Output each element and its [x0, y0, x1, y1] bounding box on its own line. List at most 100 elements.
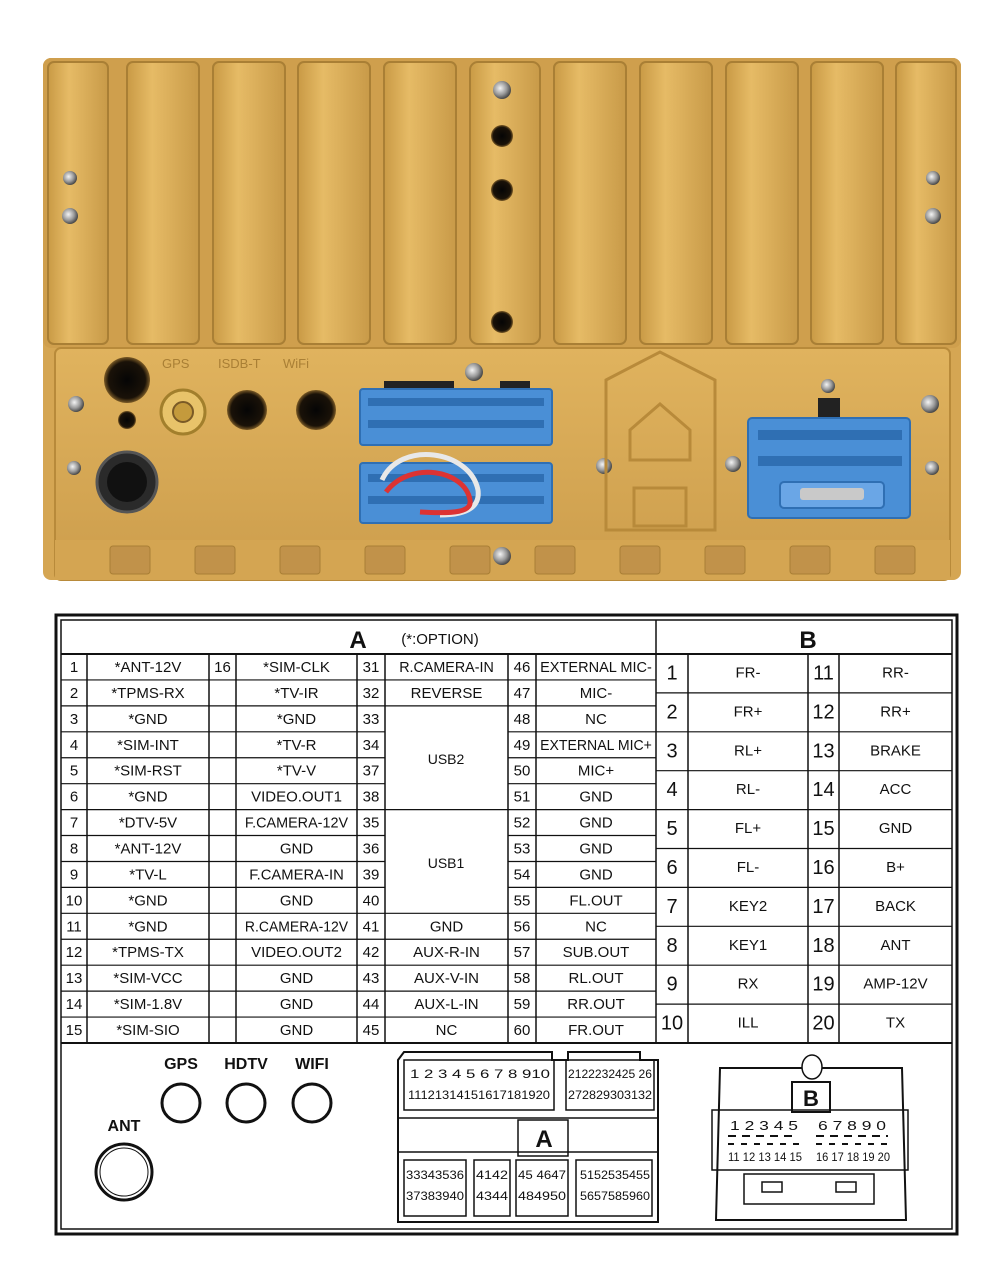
pin-function: *ANT-12V: [115, 659, 182, 676]
pin-function: AUX-V-IN: [414, 970, 479, 987]
pin-number: 34: [363, 737, 380, 754]
pin-number: 56: [514, 918, 531, 935]
conn-b-pins-16-20: 16 17 18 19 20: [816, 1150, 890, 1164]
pin-number: 4: [666, 779, 677, 801]
pin-number: 12: [812, 701, 834, 723]
pin-function: GND: [280, 892, 314, 909]
pin-number: 42: [363, 944, 380, 961]
pin-number: 49: [514, 737, 531, 754]
pin-function: BRAKE: [870, 742, 921, 759]
pin-function: *SIM-SIO: [116, 1022, 179, 1039]
pin-function: F.CAMERA-12V: [245, 815, 348, 832]
pin-function: *ANT-12V: [115, 841, 182, 858]
pin-function: AUX-L-IN: [414, 996, 478, 1013]
wifi-port-circle: [291, 1082, 333, 1124]
connector-a-lower: [359, 452, 553, 524]
pin-function: GND: [879, 820, 913, 837]
connector-b-label: B: [803, 1086, 819, 1111]
pin-function: *SIM-RST: [114, 763, 182, 780]
pin-number: 46: [514, 659, 531, 676]
pin-function: *TV-L: [129, 866, 167, 883]
pin-function: SUB.OUT: [563, 944, 630, 961]
pin-number: 7: [70, 815, 78, 832]
conn-a-pins-33-36: 33343536: [406, 1168, 464, 1182]
pin-number: 50: [514, 763, 531, 780]
pin-function: MIC-: [580, 685, 613, 702]
pin-function: R.CAMERA-12V: [245, 918, 348, 935]
pin-function: *TV-V: [277, 763, 316, 780]
pin-number: 10: [661, 1013, 683, 1035]
pin-number: 8: [70, 841, 78, 858]
pin-function: ACC: [880, 781, 912, 798]
pin-function: *SIM-CLK: [263, 659, 330, 676]
pin-number: 41: [363, 918, 380, 935]
pin-number: 14: [812, 779, 834, 801]
pin-number: 2: [70, 685, 78, 702]
pin-function: *GND: [128, 789, 167, 806]
pin-number: 15: [812, 818, 834, 840]
pin-function: *TV-IR: [274, 685, 318, 702]
pin-function: KEY2: [729, 898, 767, 915]
pin-number: 2: [666, 701, 677, 723]
pin-function: RR+: [880, 703, 911, 720]
pin-function: AMP-12V: [863, 976, 927, 993]
pin-function: ANT: [881, 937, 911, 954]
hdtv-port-circle: [225, 1082, 267, 1124]
pin-function: R.CAMERA-IN: [399, 659, 494, 676]
pin-number: 44: [363, 996, 380, 1013]
pin-function: GND: [579, 866, 613, 883]
pin-number: 7: [666, 896, 677, 918]
pin-number: 3: [666, 740, 677, 762]
pin-function: FL-: [737, 859, 760, 876]
connector-b-diagram: [711, 1054, 909, 1221]
pin-function: RX: [738, 976, 759, 993]
pin-number: 58: [514, 970, 531, 987]
pin-function: B+: [886, 859, 905, 876]
pin-number: 59: [514, 996, 531, 1013]
pin-number: 11: [66, 918, 82, 935]
pin-number: 38: [363, 789, 380, 806]
pin-function: NC: [436, 1022, 458, 1039]
pin-number: 45: [363, 1022, 380, 1039]
pin-number: 36: [363, 841, 380, 858]
pin-number: 53: [514, 841, 531, 858]
pin-function: EXTERNAL MIC+: [540, 737, 652, 754]
conn-b-pins-6-0: 6 7 8 9 0: [818, 1118, 886, 1133]
pin-number: 17: [812, 896, 834, 918]
port-hole: [104, 357, 150, 403]
pin-number: 31: [363, 659, 380, 676]
connector-b: [747, 398, 911, 519]
connector-a-upper: [359, 381, 553, 446]
pin-function: FR.OUT: [568, 1022, 624, 1039]
table-a-title: A: [349, 627, 366, 654]
pin-number: 11: [813, 662, 834, 684]
pin-function: RR-: [882, 664, 909, 681]
housing-emboss: [604, 350, 717, 532]
port-label-gps: GPS: [162, 356, 190, 371]
conn-a-pins-45-47: 45 4647: [518, 1168, 566, 1182]
pin-number: 57: [514, 944, 531, 961]
conn-a-pins-48-50: 484950: [518, 1189, 566, 1203]
conn-a-pins-41-42: 4142: [476, 1168, 508, 1182]
pin-number: 6: [666, 857, 677, 879]
pin-function: *DTV-5V: [119, 815, 177, 832]
pin-function: VIDEO.OUT2: [251, 944, 342, 961]
pin-number: 37: [363, 763, 380, 780]
pin-number: 40: [363, 892, 380, 909]
pin-number: 1: [666, 662, 677, 684]
pin-number: 6: [70, 789, 78, 806]
pin-number: 35: [363, 815, 380, 832]
conn-a-pins-1-10: 1 2 3 4 5 6 7 8 910: [410, 1067, 550, 1081]
pin-function: REVERSE: [411, 685, 483, 702]
table-a: A (*:OPTION) 1*ANT-12V2*TPMS-RX3*GND4*SI…: [61, 620, 657, 1043]
pin-number: 19: [812, 974, 834, 996]
pin-number: 20: [812, 1013, 834, 1035]
gps-label: GPS: [164, 1056, 198, 1073]
pin-function: RL.OUT: [568, 970, 623, 987]
pin-number: 60: [514, 1022, 531, 1039]
conn-a-pins-21-26: 2122232425 26: [568, 1067, 652, 1081]
pin-function: GND: [579, 841, 613, 858]
pin-number: 48: [514, 711, 531, 728]
head-unit-rear-photo: GPS ISDB-T WiFi: [43, 58, 961, 581]
